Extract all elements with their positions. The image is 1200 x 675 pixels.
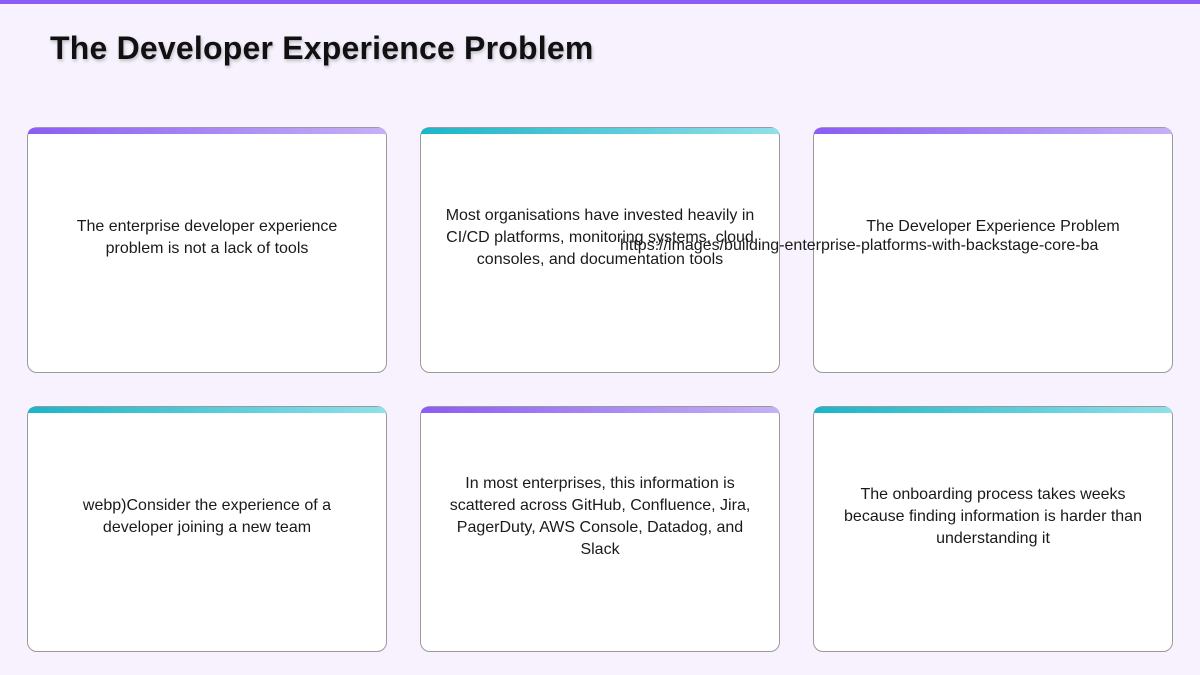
card-accent-bar: [28, 407, 386, 413]
card-new-developer: webp)Consider the experience of a develo…: [27, 406, 387, 652]
card-accent-bar: [814, 128, 1172, 134]
card-accent-bar: [28, 128, 386, 134]
card-tools: The enterprise developer experience prob…: [27, 127, 387, 373]
card-text: The enterprise developer experience prob…: [76, 218, 338, 257]
card-investment: Most organisations have invested heavily…: [420, 127, 780, 373]
card-text: In most enterprises, this information is…: [449, 475, 751, 558]
card-accent-bar: [421, 128, 779, 134]
card-text: The onboarding process takes weeks becau…: [844, 486, 1142, 547]
card-onboarding: The onboarding process takes weeks becau…: [813, 406, 1173, 652]
overflow-image-url-text: https://images/building-enterprise-platf…: [620, 237, 1099, 254]
card-text: webp)Consider the experience of a develo…: [82, 497, 332, 536]
card-text: The Developer Experience Problem: [866, 218, 1120, 235]
slide-title: The Developer Experience Problem: [50, 30, 594, 66]
card-accent-bar: [421, 407, 779, 413]
card-scattered-info: In most enterprises, this information is…: [420, 406, 780, 652]
card-accent-bar: [814, 407, 1172, 413]
card-problem-heading: The Developer Experience Problem: [813, 127, 1173, 373]
card-text: Most organisations have invested heavily…: [445, 207, 755, 268]
